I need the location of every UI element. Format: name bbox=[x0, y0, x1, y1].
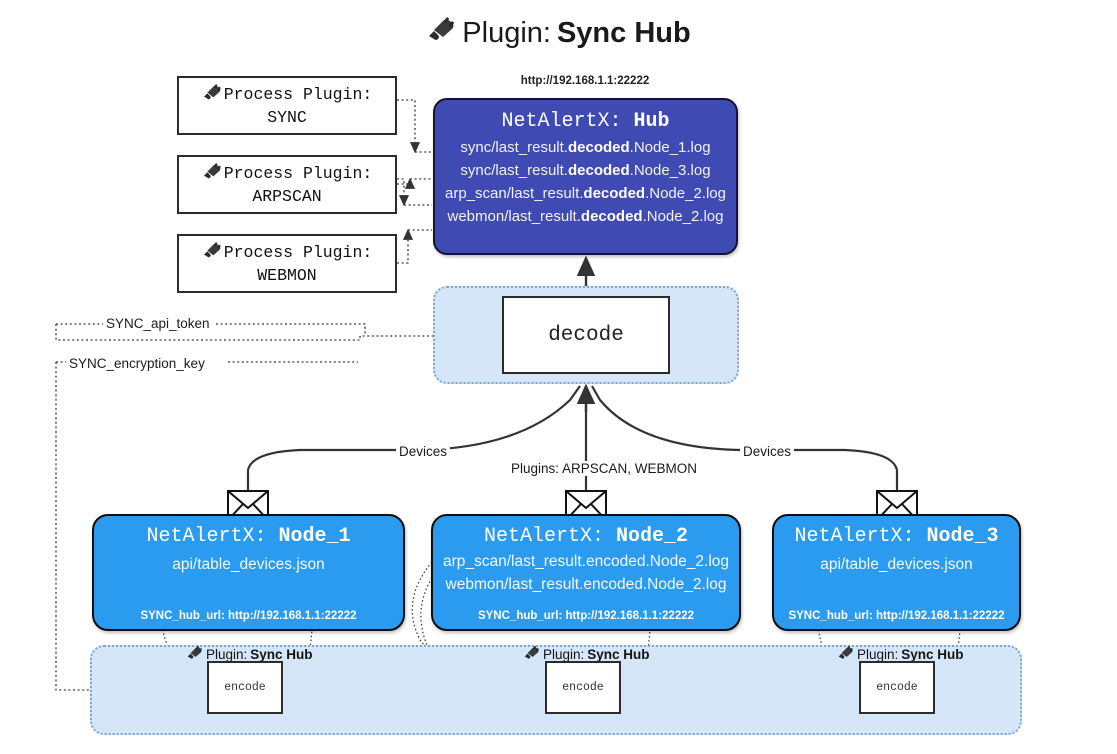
log-mid: decoded bbox=[567, 162, 630, 179]
node-data-line: api/table_devices.json bbox=[172, 556, 325, 573]
plugin-label-prefix: Plugin: bbox=[206, 646, 248, 662]
node-hub-url: SYNC_hub_url: http://192.168.1.1:22222 bbox=[94, 610, 403, 622]
plugin-label-sync-hub: Plugin: Sync Hub bbox=[837, 645, 964, 663]
encode-box[interactable]: encode bbox=[207, 661, 283, 714]
plugin-label-prefix: Plugin: bbox=[543, 646, 585, 662]
node-hub-url: SYNC_hub_url: http://192.168.1.1:22222 bbox=[433, 610, 739, 622]
hub-title: NetAlertX: Hub bbox=[435, 110, 736, 133]
plugin-label-name: Sync Hub bbox=[587, 646, 650, 662]
plug-icon bbox=[202, 83, 222, 108]
plug-icon bbox=[837, 645, 854, 663]
log-mid: decoded bbox=[583, 185, 646, 202]
node-title: NetAlertX: Node_2 bbox=[433, 525, 739, 548]
page-title: Plugin: Sync Hub bbox=[0, 16, 1117, 50]
log-mid: decoded bbox=[567, 139, 630, 156]
hub-title-prefix: NetAlertX: bbox=[501, 110, 622, 133]
process-plugin-label: Process Plugin: bbox=[223, 242, 373, 262]
decode-box[interactable]: decode bbox=[502, 296, 670, 374]
process-plugin-label: Process Plugin: bbox=[223, 163, 373, 183]
node-data-line: arp_scan/last_result.encoded.Node_2.log bbox=[442, 553, 730, 570]
node-title-prefix: NetAlertX: bbox=[483, 525, 604, 548]
node-title-prefix: NetAlertX: bbox=[794, 525, 915, 548]
node-hub-url-key: SYNC_hub_url: bbox=[140, 610, 225, 622]
plug-icon bbox=[186, 645, 203, 663]
plug-icon bbox=[202, 241, 222, 266]
log-post: .Node_2.log bbox=[645, 185, 726, 202]
hub-title-name: Hub bbox=[633, 110, 670, 133]
plug-icon bbox=[426, 16, 456, 50]
hub-log-line: arp_scan/last_result.decoded.Node_2.log bbox=[435, 185, 736, 202]
hub-node[interactable]: NetAlertX: Hub sync/last_result.decoded.… bbox=[433, 98, 738, 255]
plugin-label-sync-hub: Plugin: Sync Hub bbox=[186, 645, 313, 663]
node-hub-url: SYNC_hub_url: http://192.168.1.1:22222 bbox=[774, 610, 1019, 622]
plug-icon bbox=[523, 645, 540, 663]
log-pre: webmon/last_result. bbox=[447, 208, 581, 225]
label-plugins-mid: Plugins: ARPSCAN, WEBMON bbox=[508, 461, 701, 476]
plugin-label-name: Sync Hub bbox=[250, 646, 313, 662]
title-name: Sync Hub bbox=[556, 16, 691, 49]
node-hub-url-value: http://192.168.1.1:22222 bbox=[565, 610, 695, 622]
node-title-name: Node_1 bbox=[278, 525, 351, 548]
node-2[interactable]: NetAlertX: Node_2 arp_scan/last_result.e… bbox=[431, 514, 741, 631]
node-hub-url-value: http://192.168.1.1:22222 bbox=[228, 610, 357, 622]
node-hub-url-value: http://192.168.1.1:22222 bbox=[876, 610, 1005, 622]
plugin-label-name: Sync Hub bbox=[901, 646, 964, 662]
label-sync-encryption-key: SYNC_encryption_key bbox=[66, 356, 208, 371]
log-post: .Node_2.log bbox=[642, 208, 724, 225]
log-post: .Node_1.log bbox=[629, 139, 711, 156]
node-title-name: Node_3 bbox=[926, 525, 999, 548]
encode-box[interactable]: encode bbox=[545, 661, 621, 714]
log-post: .Node_3.log bbox=[629, 162, 711, 179]
label-devices-left: Devices bbox=[396, 444, 451, 459]
log-pre: sync/last_result. bbox=[460, 139, 568, 156]
node-title-name: Node_2 bbox=[616, 525, 689, 548]
hub-log-line: sync/last_result.decoded.Node_1.log bbox=[435, 139, 736, 156]
node-1[interactable]: NetAlertX: Node_1 api/table_devices.json… bbox=[92, 514, 405, 631]
process-plugin-name: ARPSCAN bbox=[252, 186, 322, 206]
plug-icon bbox=[202, 162, 222, 187]
node-data-line: webmon/last_result.encoded.Node_2.log bbox=[445, 576, 727, 593]
hub-log-line: webmon/last_result.decoded.Node_2.log bbox=[435, 208, 736, 225]
title-prefix: Plugin: bbox=[462, 16, 551, 49]
node-hub-url-key: SYNC_hub_url: bbox=[477, 610, 563, 622]
log-mid: decoded bbox=[580, 208, 643, 225]
node-data-line: api/table_devices.json bbox=[820, 556, 973, 573]
log-pre: sync/last_result. bbox=[460, 162, 568, 179]
process-plugin-arpscan[interactable]: Process Plugin: ARPSCAN bbox=[177, 155, 397, 214]
node-title: NetAlertX: Node_1 bbox=[94, 525, 403, 548]
process-plugin-sync[interactable]: Process Plugin: SYNC bbox=[177, 76, 397, 135]
hub-log-line: sync/last_result.decoded.Node_3.log bbox=[435, 162, 736, 179]
hub-url-label: http://192.168.1.1:22222 bbox=[520, 75, 650, 87]
process-plugin-name: WEBMON bbox=[257, 265, 317, 285]
node-title-prefix: NetAlertX: bbox=[146, 525, 267, 548]
label-sync-api-token: SYNC_api_token bbox=[103, 316, 213, 331]
plugin-label-sync-hub: Plugin: Sync Hub bbox=[523, 645, 650, 663]
process-plugin-name: SYNC bbox=[267, 107, 307, 127]
process-plugin-webmon[interactable]: Process Plugin: WEBMON bbox=[177, 234, 397, 293]
process-plugin-label: Process Plugin: bbox=[223, 84, 373, 104]
log-pre: arp_scan/last_result. bbox=[445, 185, 584, 202]
node-hub-url-key: SYNC_hub_url: bbox=[788, 610, 873, 622]
label-devices-right: Devices bbox=[740, 444, 795, 459]
plugin-label-prefix: Plugin: bbox=[857, 646, 899, 662]
node-title: NetAlertX: Node_3 bbox=[774, 525, 1019, 548]
encode-box[interactable]: encode bbox=[859, 661, 935, 714]
node-3[interactable]: NetAlertX: Node_3 api/table_devices.json… bbox=[772, 514, 1021, 631]
